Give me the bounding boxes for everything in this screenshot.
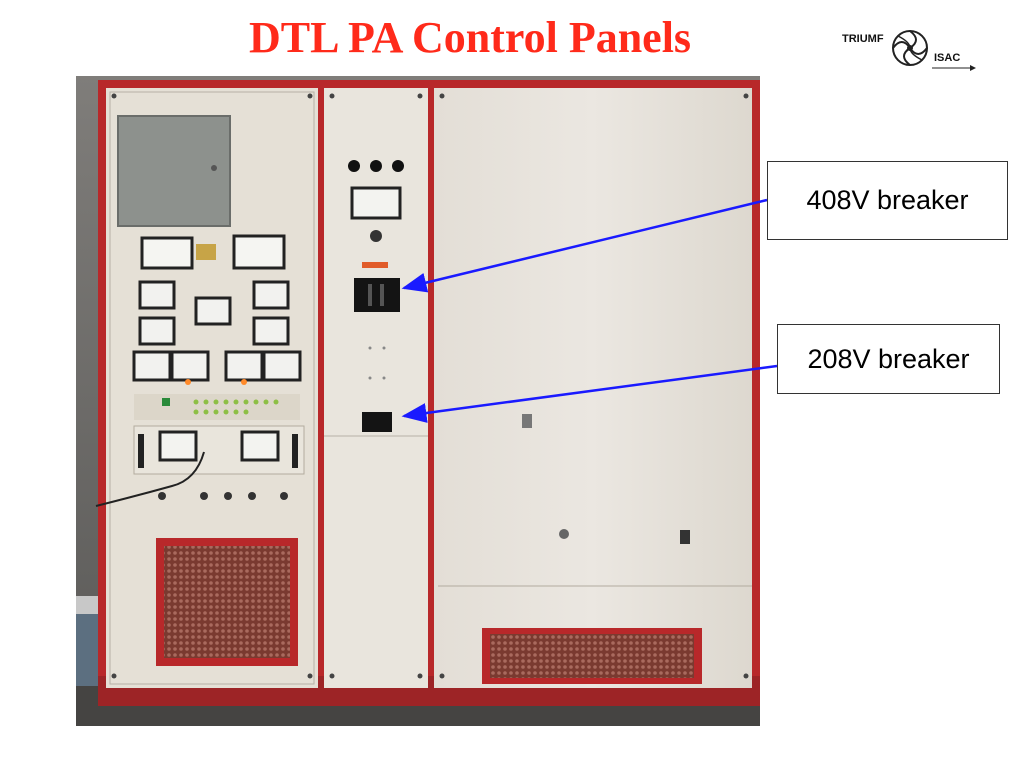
callout-408v-breaker: 408V breaker [767, 161, 1008, 240]
equipment-photo [76, 76, 760, 726]
logo-triumf-text: TRIUMF [842, 33, 884, 45]
callout-208v-breaker: 208V breaker [777, 324, 1000, 394]
triumf-isac-emblem-icon [892, 30, 928, 66]
logo-underline-arrow-icon [932, 65, 976, 71]
slide-title: DTL PA Control Panels [248, 13, 692, 62]
control-panel-cabinet-illustration [76, 76, 760, 726]
triumf-isac-logo: TRIUMF ISAC [838, 26, 978, 76]
logo-isac-text: ISAC [934, 52, 961, 64]
